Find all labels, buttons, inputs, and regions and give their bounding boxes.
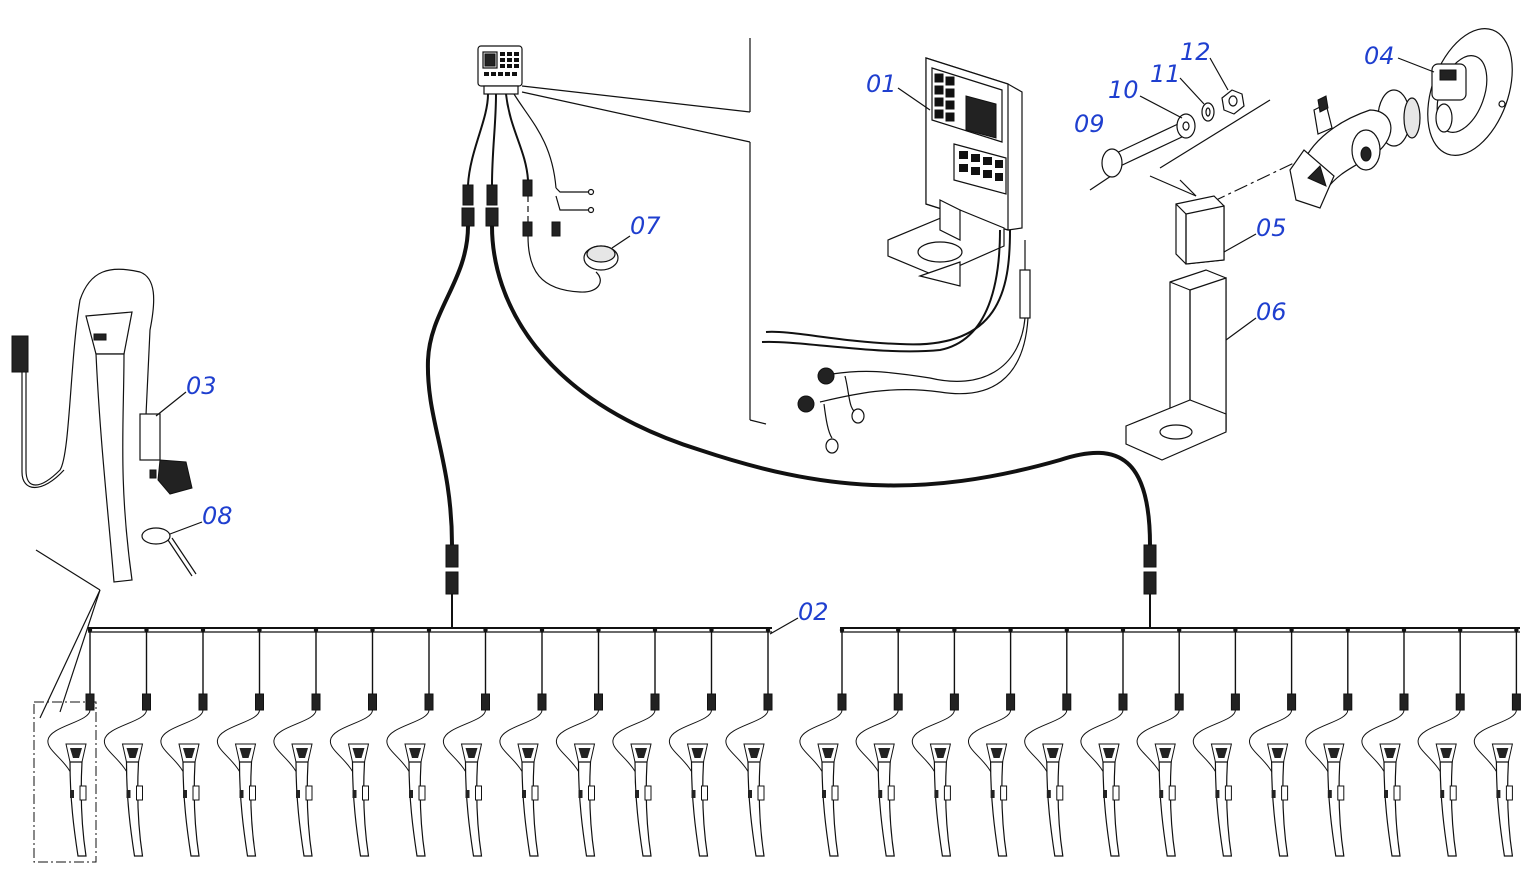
seed-tube-sensor-right [1080, 627, 1128, 857]
leader-11 [1179, 77, 1205, 105]
leader-05 [1223, 233, 1257, 253]
label-part-10: 10 [1108, 76, 1139, 104]
seed-tube-sensor-right [799, 627, 847, 857]
part-04-mount [1211, 28, 1513, 209]
leader-08 [169, 521, 203, 535]
part-labels: 01 02 03 04 05 06 07 08 09 10 11 12 [155, 38, 1435, 635]
seed-tube-sensor-right [1417, 627, 1465, 857]
part-01-monitor [761, 57, 1031, 454]
main-cables [425, 225, 1157, 628]
label-part-07: 07 [630, 212, 661, 240]
detail-callout [33, 549, 101, 863]
seed-tube-sensor-right [1473, 627, 1521, 857]
leader-03 [155, 391, 187, 417]
label-part-12: 12 [1180, 38, 1211, 66]
seed-tube-sensor-left [329, 627, 377, 857]
seed-tube-sensor-right [1136, 627, 1184, 857]
label-part-05: 05 [1256, 214, 1287, 242]
leader-01 [897, 87, 931, 111]
seed-tube-sensor-left [612, 627, 660, 857]
label-part-08: 08 [202, 502, 233, 530]
seed-tube-sensor-right [968, 627, 1016, 857]
seed-tube-sensor-left [47, 627, 95, 857]
detail-divider [521, 38, 767, 425]
seed-tube-sensor-left [555, 627, 603, 857]
label-part-06: 06 [1256, 298, 1287, 326]
seed-tube-sensor-left [160, 627, 208, 857]
seed-tube-sensor-left [103, 627, 151, 857]
label-part-01: 01 [866, 70, 897, 98]
seed-tube-sensor-left [499, 627, 547, 857]
label-part-03: 03 [186, 372, 217, 400]
part-03-seed-tube [11, 268, 193, 583]
seed-tube-sensor-left [216, 627, 264, 857]
part-05-bracket [1175, 195, 1225, 265]
label-part-02: 02 [798, 598, 829, 626]
seed-tube-sensor-left [668, 627, 716, 857]
seed-tube-sensor-right [1361, 627, 1409, 857]
sensor-rows [47, 627, 1521, 857]
seed-tube-sensor-left [725, 627, 773, 857]
sensor-bus [88, 627, 1520, 633]
leader-10 [1139, 95, 1183, 119]
part-07-sensor [583, 235, 631, 271]
parts-09-12-hardware [1089, 89, 1271, 197]
leader-06 [1225, 317, 1257, 341]
part-06-stand [1125, 269, 1227, 461]
leader-04 [1397, 57, 1435, 73]
seed-tube-sensor-left [386, 627, 434, 857]
controller-harness [461, 93, 601, 293]
seed-tube-sensor-right [1024, 627, 1072, 857]
label-part-04: 04 [1364, 42, 1395, 70]
seed-tube-sensor-right [1305, 627, 1353, 857]
leader-12 [1209, 57, 1229, 91]
seed-tube-sensor-left [442, 627, 490, 857]
label-part-11: 11 [1150, 60, 1181, 88]
part-08-cable-tie [141, 527, 197, 577]
seed-tube-sensor-right [911, 627, 959, 857]
seed-tube-sensor-right [855, 627, 903, 857]
seed-tube-sensor-right [1192, 627, 1240, 857]
seed-tube-sensor-right [1249, 627, 1297, 857]
label-part-09: 09 [1074, 110, 1105, 138]
seed-tube-sensor-left [273, 627, 321, 857]
leader-02 [769, 617, 799, 635]
controller-small [477, 45, 523, 95]
